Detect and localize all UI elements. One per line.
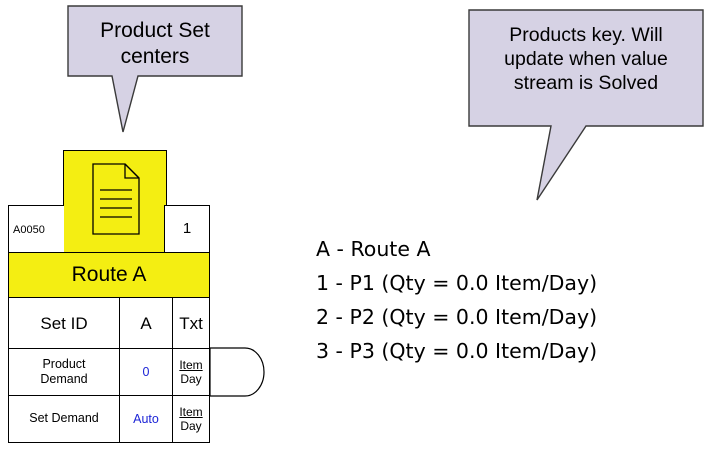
callout-left-bubble: [67, 5, 243, 133]
products-key-item: 1 - P1 (Qty = 0.0 Item/Day): [316, 271, 598, 295]
product-demand-value[interactable]: 0: [142, 365, 150, 379]
callout-left-text: Product Set centers: [68, 18, 242, 70]
block-id: A0050: [13, 224, 45, 236]
header-set-id-cell: Set ID: [8, 297, 120, 349]
set-demand-unit: Item Day: [173, 405, 209, 433]
products-key-item: A - Route A: [316, 237, 431, 261]
header-set-id: Set ID: [40, 314, 88, 333]
block-count-cell: 1: [164, 205, 210, 253]
set-demand-label: Set Demand: [29, 411, 99, 425]
connector-tab[interactable]: [209, 347, 265, 397]
unit-denominator: Day: [180, 419, 202, 433]
set-demand-value[interactable]: Auto: [133, 412, 159, 426]
block-id-cell: A0050: [8, 205, 64, 253]
set-demand-value-cell[interactable]: Auto: [119, 395, 173, 443]
product-demand-unit: Item Day: [173, 358, 209, 386]
callout-left-line: Product Set: [100, 19, 210, 42]
header-txt: Txt: [179, 314, 203, 333]
header-a-cell: A: [119, 297, 173, 349]
block-title-cell[interactable]: Route A: [8, 252, 210, 298]
callout-right-line: update when value: [504, 48, 668, 70]
block-title: Route A: [71, 263, 147, 286]
product-demand-value-cell[interactable]: 0: [119, 348, 173, 396]
callout-right-line: stream is Solved: [513, 72, 659, 94]
products-key-item: 2 - P2 (Qty = 0.0 Item/Day): [316, 305, 598, 329]
header-a: A: [140, 314, 152, 333]
product-demand-label-line: Demand: [40, 372, 88, 386]
unit-denominator: Day: [180, 372, 202, 386]
set-demand-label-cell: Set Demand: [8, 395, 120, 443]
set-demand-unit-cell: Item Day: [172, 395, 210, 443]
callout-right-bubble: [468, 9, 704, 201]
products-key-item: 3 - P3 (Qty = 0.0 Item/Day): [316, 339, 598, 363]
callout-right-line: Products key. Will: [509, 24, 663, 46]
product-demand-unit-cell: Item Day: [172, 348, 210, 396]
product-set-icon-box[interactable]: [63, 150, 167, 255]
product-demand-label-line: Product: [42, 357, 86, 371]
callout-left-line: centers: [120, 45, 190, 68]
product-demand-label: Product Demand: [9, 357, 119, 387]
document-icon: [92, 163, 140, 235]
callout-right-text: Products key. Will update when value str…: [469, 23, 703, 95]
unit-numerator: Item: [179, 358, 203, 372]
product-demand-label-cell: Product Demand: [8, 348, 120, 396]
header-txt-cell: Txt: [172, 297, 210, 349]
unit-numerator: Item: [179, 405, 203, 419]
block-count: 1: [182, 220, 192, 237]
products-key-list: A - Route A 1 - P1 (Qty = 0.0 Item/Day) …: [316, 232, 597, 368]
